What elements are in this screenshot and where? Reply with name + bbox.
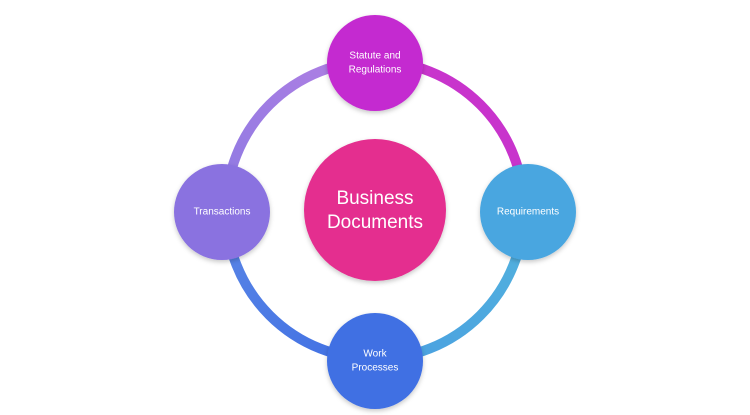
center-node-circle xyxy=(304,139,446,281)
node-right-label: Requirements xyxy=(497,207,559,218)
node-right-circle xyxy=(480,164,576,260)
node-bottom-label-line1: Work xyxy=(363,349,387,360)
center-node-label-line2: Documents xyxy=(327,212,423,233)
node-bottom-circle xyxy=(327,313,423,409)
node-top-label-line2: Regulations xyxy=(349,65,402,76)
node-bottom-label-line2: Processes xyxy=(352,363,399,374)
node-left-label: Transactions xyxy=(194,207,251,218)
node-bottom: Work Processes xyxy=(327,313,423,409)
node-right: Requirements xyxy=(480,164,576,260)
center-node-label-line1: Business xyxy=(336,188,413,209)
center-node: Business Documents xyxy=(304,139,446,281)
node-left-circle xyxy=(174,164,270,260)
node-top: Statute and Regulations xyxy=(327,15,423,111)
node-left: Transactions xyxy=(174,164,270,260)
node-top-circle xyxy=(327,15,423,111)
node-top-label-line1: Statute and xyxy=(349,51,400,62)
